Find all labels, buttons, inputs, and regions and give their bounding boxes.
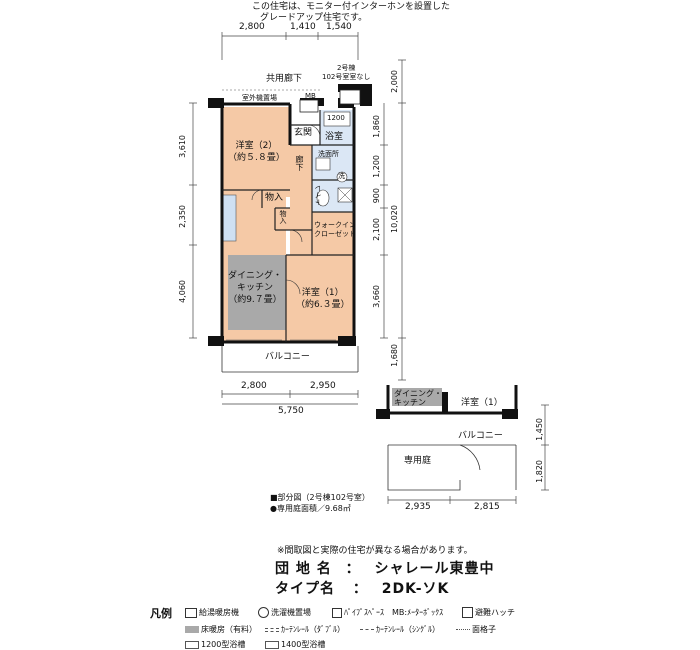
dim-partial-right-2: 1,820 [535, 460, 544, 483]
washroom-label: 洗面所 [318, 150, 339, 158]
floor-heating-area [228, 255, 286, 330]
partial-dining-label: ダイニング・ キッチン [394, 389, 442, 407]
dim-bottom-2: 2,950 [310, 381, 336, 391]
dim-top-3: 1,540 [326, 22, 352, 32]
legend-item-curtain-single: ｶｰﾃﾝﾚｰﾙ（ｼﾝｸﾞﾙ） [360, 624, 440, 635]
type-name-row: タイプ名 ： 2DK-ソK [275, 581, 450, 597]
dim-right-inner-5: 3,660 [372, 285, 381, 308]
private-garden-label: 専用庭 [404, 456, 432, 466]
western-room-2-floor [222, 107, 290, 197]
legend-item-grille: 面格子 [456, 624, 496, 635]
balcony-label: バルコニー [265, 352, 310, 362]
dim-partial-right-1: 1,450 [535, 418, 544, 441]
dim-top-1: 2,800 [239, 22, 265, 32]
floor-heating-swatch [185, 626, 199, 633]
western-room-1-label: 洋室（1） （約6.３畳） [296, 288, 350, 310]
bath-1400-icon [265, 640, 279, 649]
corridor-floor [290, 145, 312, 255]
bath-label: 浴室 [325, 132, 344, 142]
legend-item-pipe-space: ﾊﾟｲﾌﾟｽﾍﾟｰｽ [332, 607, 384, 618]
partial-plan-caption: ■部分図（2号棟102号室） ●専用庭面積／9.68㎡ [270, 493, 370, 513]
legend-item-washer: 洗濯機置場 [258, 607, 311, 618]
entrance-label: 玄関 [294, 128, 313, 138]
dim-left-1: 3,610 [178, 135, 187, 158]
legend-item-floor-heating: 床暖房（有料） [185, 624, 257, 635]
dim-right-inner-2: 1,200 [372, 155, 381, 178]
mb-label: MB [305, 92, 316, 100]
water-heater-icon [185, 607, 197, 618]
complex-name-row: 団 地 名 ： シャレール東豊中 [275, 561, 495, 577]
dim-right-inner-1: 1,860 [372, 115, 381, 138]
dim-partial-bottom-1: 2,935 [405, 502, 431, 512]
partial-balcony-label: バルコニー [458, 431, 503, 441]
curtain-double-icon [265, 627, 279, 632]
legend-item-meter-box: MB:ﾒｰﾀｰﾎﾞｯｸｽ [392, 608, 444, 617]
dim-right-inner-3: 900 [372, 188, 381, 204]
corridor-label: 廊下 [295, 155, 304, 171]
storage-1-label: 物入 [265, 193, 284, 203]
escape-hatch-icon [462, 607, 473, 618]
western-room-2-label: 洋室（2） （約５.８畳） [228, 141, 285, 163]
dim-right-inner-4: 2,100 [372, 218, 381, 241]
outdoor-unit-label: 室外機置場 [242, 94, 277, 102]
curtain-single-icon [360, 628, 374, 631]
dim-right-outer-1: 2,000 [390, 70, 399, 93]
plan-disclaimer: ※間取図と実際の住宅が異なる場合があります。 [277, 546, 473, 556]
grille-icon [456, 628, 470, 631]
dim-partial-bottom-2: 2,815 [474, 502, 500, 512]
legend-item-escape-hatch: 避難ハッチ [462, 607, 515, 618]
legend-item-curtain-double: ｶｰﾃﾝﾚｰﾙ（ﾀﾞﾌﾞﾙ） [265, 624, 345, 635]
dim-left-3: 4,060 [178, 280, 187, 303]
legend-item-1400-bath: 1400型浴槽 [265, 639, 325, 650]
notice-line-1: この住宅は、モニター付インターホンを設置した [252, 2, 451, 12]
type-name-label: タイプ名 [275, 581, 335, 597]
partial-floor-heating [392, 388, 442, 406]
toilet-label: トイレ [314, 185, 322, 206]
dim-bottom-1: 2,800 [241, 381, 267, 391]
washer-icon [336, 171, 348, 183]
dim-right-outer-2: 10,020 [390, 205, 399, 233]
dim-top-2: 1,410 [290, 22, 316, 32]
dining-kitchen-label: ダイニング・ キッチン （約9.７畳） [228, 271, 283, 305]
storage-2-label: 物入 [279, 210, 287, 224]
western-room-1-floor [286, 255, 354, 342]
toilet-icon [316, 189, 330, 207]
legend-item-1200-bath: 1200型浴槽 [185, 639, 245, 650]
complex-name-label: 団 地 名 [275, 561, 332, 577]
pipe-space-icon [332, 607, 342, 618]
building-note: 2号棟 102号室室なし [322, 64, 371, 81]
walkin-closet-label: ウォークイン クローゼット [314, 221, 356, 238]
washer-icon [258, 607, 269, 618]
type-name-value: 2DK-ソK [381, 581, 450, 597]
partial-western-1-label: 洋室（1） [461, 398, 503, 408]
grade-up-notice: この住宅は、モニター付インターホンを設置した グレードアップ住宅です。 [252, 2, 450, 24]
legend-title: 凡例 [150, 607, 172, 620]
dim-left-2: 2,350 [178, 205, 187, 228]
washer-mark-label: 洗 [338, 172, 345, 180]
common-corridor-label: 共用廊下 [266, 74, 303, 84]
complex-name-value: シャレール東豊中 [374, 561, 495, 577]
dim-right-outer-3: 1,680 [390, 344, 399, 367]
notice-line-2: グレードアップ住宅です。 [260, 13, 368, 23]
bath-1200-icon [185, 640, 199, 649]
walkin-closet-floor [312, 212, 354, 255]
legend-item-water-heater: 給湯暖房機 [185, 607, 239, 618]
bath-size-label: 1200 [327, 114, 345, 122]
dim-bottom-total: 5,750 [278, 406, 304, 416]
